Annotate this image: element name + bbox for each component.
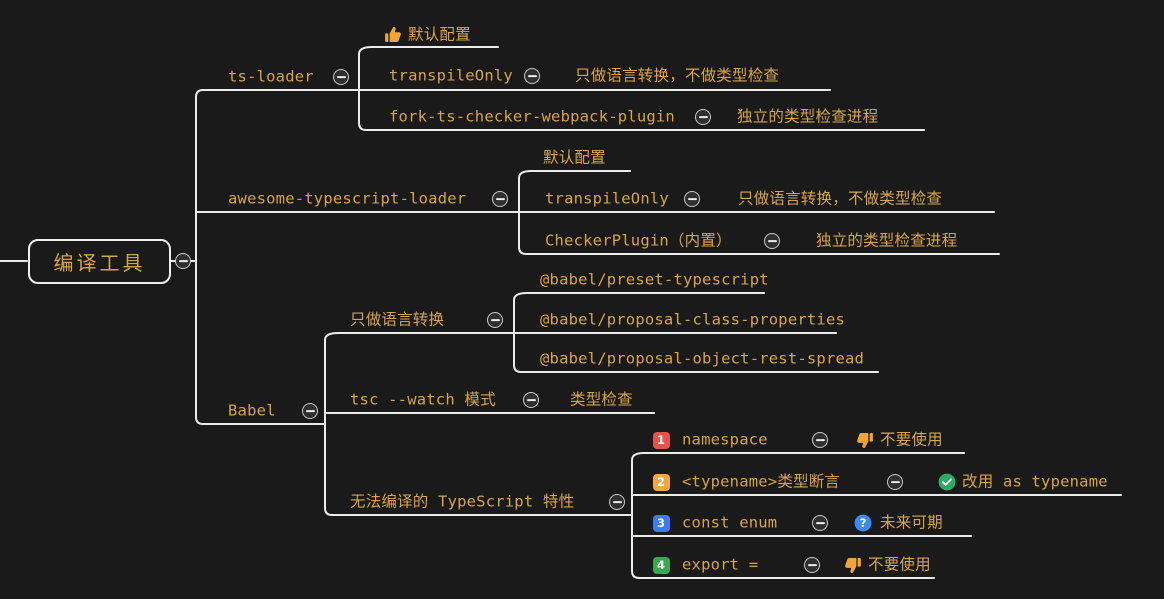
collapse-button-unsupported[interactable]	[609, 494, 625, 510]
collapse-button-babel[interactable]	[302, 403, 318, 419]
collapse-button-fork-ts-checker[interactable]	[695, 109, 711, 125]
priority-1-badge[interactable]: 1	[652, 431, 670, 449]
topic-awesome-transpile-only-note[interactable]: 只做语言转换，不做类型检查	[738, 189, 943, 208]
topic-awesome-typescript-loader[interactable]: awesome-typescript-loader	[228, 189, 467, 208]
collapse-button-ts-loader[interactable]	[333, 69, 349, 85]
topic-checker-plugin[interactable]: CheckerPlugin（内置）	[545, 231, 732, 250]
thumbs-up-icon[interactable]	[384, 26, 402, 44]
topic-const-enum-verdict[interactable]: 未来可期	[880, 513, 943, 532]
collapse-button-transpile-only[interactable]	[524, 68, 540, 84]
thumbs-down-icon[interactable]	[856, 431, 874, 449]
collapse-button-awesome-transpile-only[interactable]	[684, 191, 700, 207]
collapse-button-namespace[interactable]	[812, 432, 828, 448]
collapse-button-babel-transpile[interactable]	[487, 312, 503, 328]
topic-awesome-transpile-only[interactable]: transpileOnly	[545, 189, 669, 208]
collapse-button-tsc-watch[interactable]	[523, 392, 539, 408]
topic-namespace[interactable]: namespace	[682, 430, 768, 449]
collapse-button-root[interactable]	[175, 253, 191, 269]
topic-namespace-verdict[interactable]: 不要使用	[880, 430, 943, 449]
question-circle-icon[interactable]: ?	[854, 514, 872, 532]
topic-typename-assertion[interactable]: <typename>类型断言	[682, 472, 841, 491]
topic-tsc-watch[interactable]: tsc --watch 模式	[350, 390, 496, 409]
topic-transpile-only-note[interactable]: 只做语言转换，不做类型检查	[575, 66, 780, 85]
collapse-button-const-enum[interactable]	[812, 515, 828, 531]
topic-const-enum[interactable]: const enum	[682, 513, 778, 532]
collapse-button-typename-assertion[interactable]	[887, 474, 903, 490]
topic-export-equals[interactable]: export =	[682, 555, 759, 574]
collapse-button-export-equals[interactable]	[804, 557, 820, 573]
svg-text:?: ?	[860, 516, 867, 530]
topic-tsc-watch-note[interactable]: 类型检查	[570, 390, 633, 409]
priority-4-badge[interactable]: 4	[652, 556, 670, 574]
collapse-button-awesome-loader[interactable]	[492, 191, 508, 207]
topic-transpile-only[interactable]: transpileOnly	[389, 66, 513, 85]
topic-fork-ts-checker-note[interactable]: 独立的类型检查进程	[737, 107, 879, 126]
topic-typename-verdict[interactable]: 改用 as typename	[962, 472, 1108, 491]
topic-export-equals-verdict[interactable]: 不要使用	[868, 555, 931, 574]
topic-babel-preset-typescript[interactable]: @babel/preset-typescript	[540, 270, 769, 289]
root-topic[interactable]: 编译工具	[28, 239, 171, 284]
topic-awesome-default-config[interactable]: 默认配置	[543, 148, 606, 167]
topic-checker-plugin-note[interactable]: 独立的类型检查进程	[816, 231, 958, 250]
topic-unsupported-features[interactable]: 无法编译的 TypeScript 特性	[350, 492, 575, 511]
topic-ts-loader[interactable]: ts-loader	[228, 67, 314, 86]
topic-babel[interactable]: Babel	[228, 401, 276, 420]
topic-default-config[interactable]: 默认配置	[408, 25, 471, 44]
topic-babel-class-properties[interactable]: @babel/proposal-class-properties	[540, 310, 846, 329]
thumbs-down-icon[interactable]	[844, 556, 862, 574]
topic-babel-transpile[interactable]: 只做语言转换	[350, 310, 445, 329]
topic-babel-object-rest-spread[interactable]: @babel/proposal-object-rest-spread	[540, 349, 865, 368]
check-circle-icon[interactable]	[938, 473, 956, 491]
priority-2-badge[interactable]: 2	[652, 473, 670, 491]
topic-fork-ts-checker[interactable]: fork-ts-checker-webpack-plugin	[389, 107, 675, 126]
collapse-button-checker-plugin[interactable]	[764, 233, 780, 249]
priority-3-badge[interactable]: 3	[652, 514, 670, 532]
